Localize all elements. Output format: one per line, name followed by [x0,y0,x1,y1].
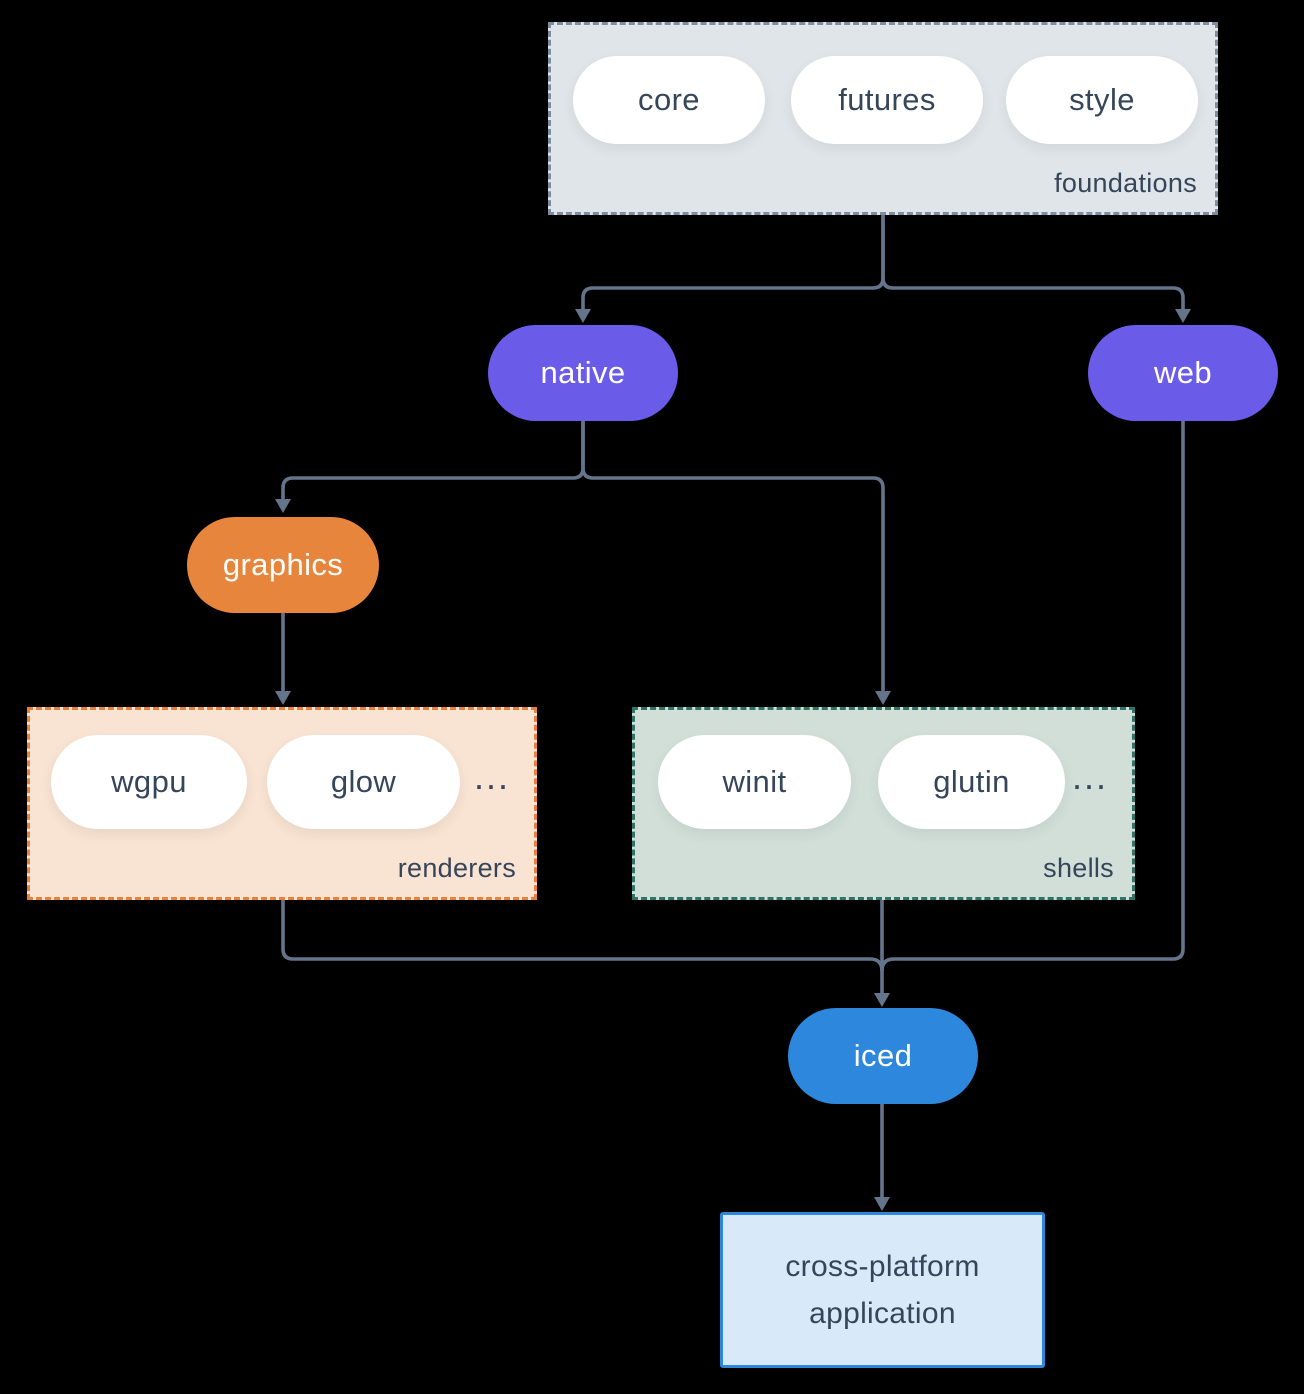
node-wgpu: wgpu [51,735,247,829]
arrowhead-shells [875,691,891,705]
group-shells-label: shells [1043,853,1114,883]
arrowhead-application [874,1197,890,1211]
node-web: web [1088,325,1278,421]
group-renderers-label: renderers [397,853,516,883]
arrowhead-web [1175,309,1191,323]
arrowhead-renderers [275,691,291,705]
node-glutin: glutin [878,735,1065,829]
group-foundations: core futures style foundations [548,22,1218,215]
node-core: core [573,56,765,144]
shells-ellipsis: ... [1071,756,1108,797]
arrowhead-native [575,309,591,323]
edge-foundations-native [581,215,885,310]
edge-renderers-iced [281,900,884,972]
node-winit: winit [658,735,851,829]
arrowhead-graphics [275,499,291,513]
edge-native-shells [581,421,885,692]
arrowhead-iced [874,993,890,1007]
group-foundations-label: foundations [1054,168,1197,198]
renderers-ellipsis: ... [473,756,510,797]
edge-foundations-web [881,215,1185,310]
node-graphics: graphics [187,517,379,613]
node-futures: futures [791,56,983,144]
node-iced: iced [788,1008,978,1104]
node-glow: glow [267,735,460,829]
group-shells: winit glutin ... shells [632,707,1135,900]
node-style: style [1006,56,1198,144]
edge-native-graphics [281,421,585,500]
node-cross-platform-application: cross-platform application [720,1212,1045,1368]
group-renderers: wgpu glow ... renderers [27,707,537,900]
node-native: native [488,325,678,421]
